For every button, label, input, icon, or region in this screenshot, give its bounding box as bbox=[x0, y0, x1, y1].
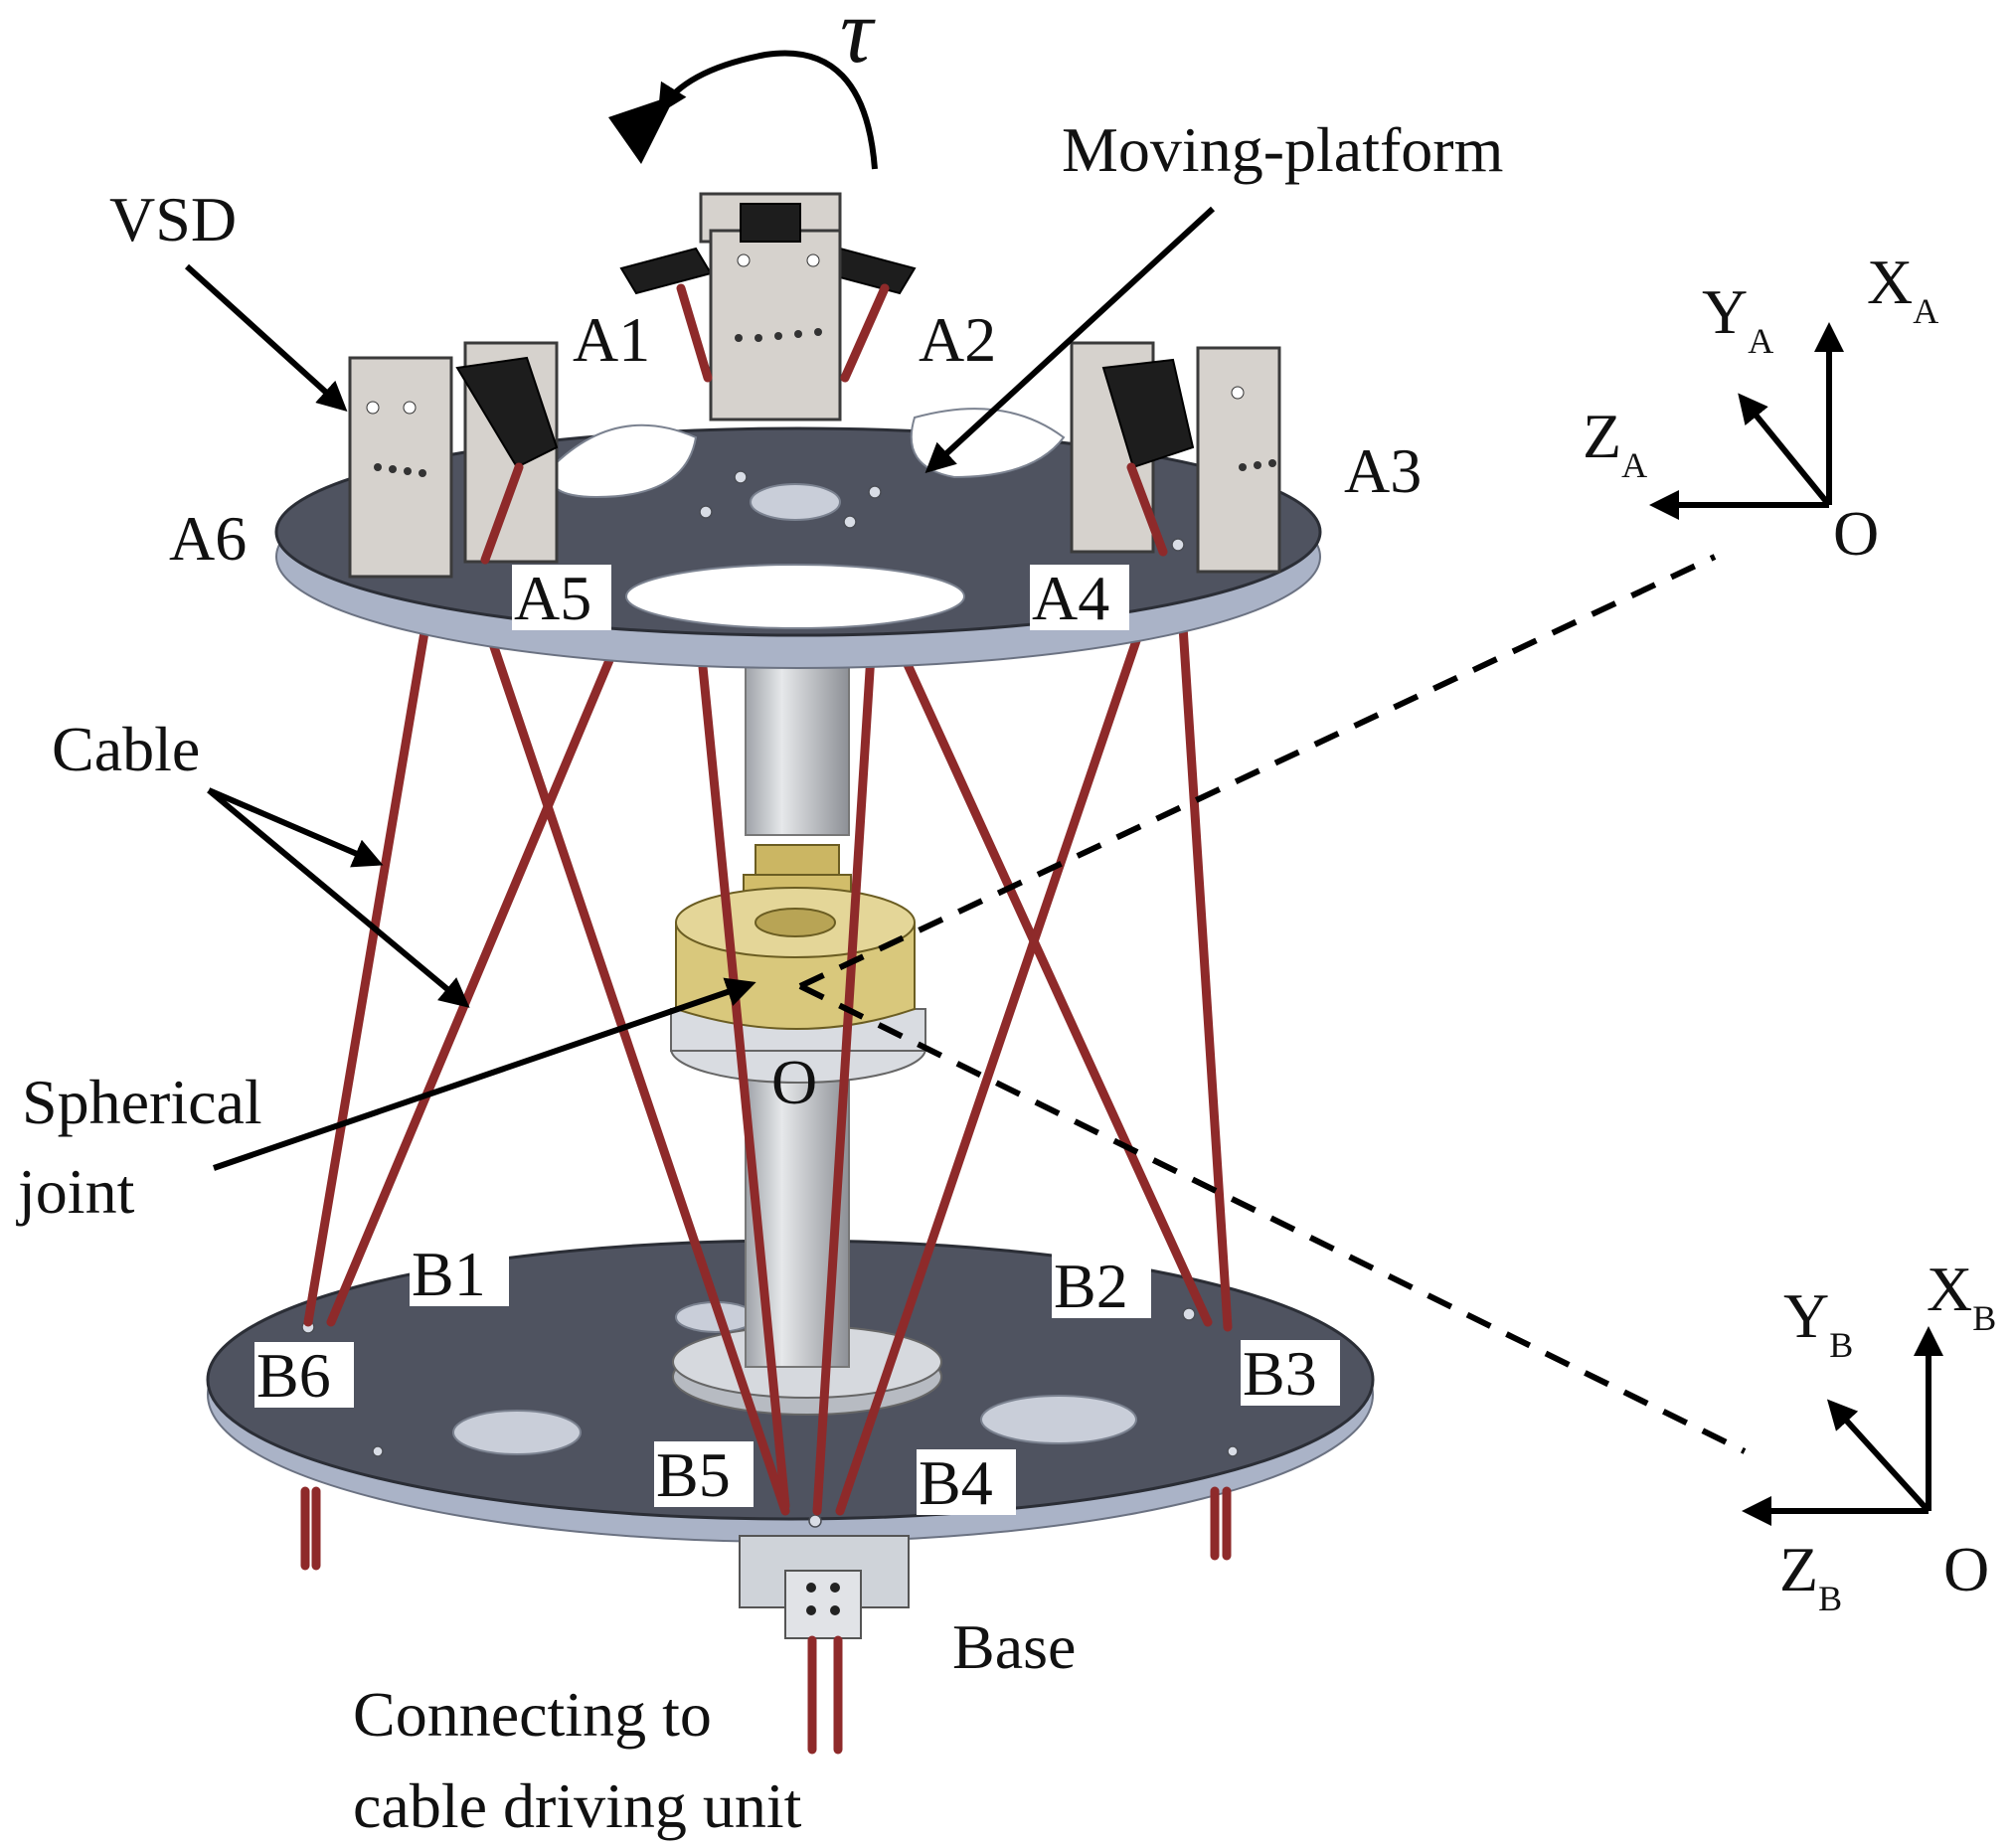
anchor-b3: B3 bbox=[1243, 1338, 1317, 1409]
platform-center-hole bbox=[750, 483, 841, 521]
vsd-block-top bbox=[619, 192, 917, 421]
connecting-label-line1: Connecting to bbox=[353, 1679, 712, 1750]
anchor-labels: A1 A2 A3 A4 A5 A6 B1 B2 B3 B4 B5 B6 bbox=[167, 304, 1441, 1518]
platform-cutout-left bbox=[549, 423, 698, 499]
frame-a-axes bbox=[1649, 322, 1844, 520]
vsd-block-left bbox=[348, 341, 559, 579]
dashed-link-frame-b bbox=[798, 983, 1747, 1454]
anchor-a6: A6 bbox=[169, 503, 247, 574]
frame-b-y-label: YB bbox=[1783, 1280, 1853, 1365]
cable-leader-2 bbox=[207, 787, 470, 1008]
moving-platform-label: Moving-platform bbox=[1062, 114, 1503, 185]
frame-b-z-label: ZB bbox=[1779, 1534, 1842, 1618]
cables bbox=[303, 587, 1233, 1516]
center-origin-label: O bbox=[771, 1047, 817, 1117]
torque-arrow bbox=[608, 50, 878, 170]
connecting-label-line2: cable driving unit bbox=[353, 1770, 802, 1841]
anchor-a4: A4 bbox=[1032, 563, 1109, 633]
frame-b-axes bbox=[1742, 1326, 1943, 1526]
base-label: Base bbox=[952, 1611, 1076, 1682]
torque-arrowhead bbox=[608, 94, 676, 164]
vsd-label: VSD bbox=[109, 184, 237, 254]
anchor-b6: B6 bbox=[256, 1340, 331, 1411]
anchor-a5: A5 bbox=[514, 563, 591, 633]
spherical-joint-label-line1: Spherical bbox=[22, 1067, 262, 1137]
dashed-link-frame-a bbox=[798, 554, 1717, 989]
base-hole-left bbox=[452, 1410, 582, 1455]
cable-leader-1 bbox=[207, 787, 384, 868]
frame-b-x-label: XB bbox=[1927, 1254, 1996, 1338]
vsd-block-right bbox=[1070, 341, 1281, 574]
anchor-b1: B1 bbox=[412, 1239, 486, 1309]
anchor-b2: B2 bbox=[1054, 1251, 1128, 1321]
spherical-joint-leader bbox=[213, 977, 756, 1171]
frame-a-origin-label: O bbox=[1833, 498, 1879, 569]
frame-a-x-label: XA bbox=[1867, 247, 1938, 331]
frame-b-origin-label: O bbox=[1943, 1534, 1989, 1604]
anchor-b4: B4 bbox=[919, 1447, 993, 1518]
anchor-a3: A3 bbox=[1344, 435, 1422, 506]
frame-b-y-axis bbox=[1826, 1399, 1931, 1514]
anchor-a2: A2 bbox=[919, 304, 996, 375]
moving-platform-leader bbox=[924, 206, 1216, 474]
base-hole-right bbox=[980, 1395, 1137, 1444]
anchor-b5: B5 bbox=[656, 1439, 731, 1510]
cable-label: Cable bbox=[52, 714, 200, 784]
vsd-leader bbox=[184, 263, 348, 413]
torque-label: τ bbox=[840, 0, 876, 82]
anchor-a1: A1 bbox=[573, 304, 650, 375]
leader-lines bbox=[184, 206, 1216, 1171]
spherical-joint-label-line2: joint bbox=[16, 1156, 135, 1227]
frame-a-z-label: ZA bbox=[1583, 401, 1647, 485]
frame-a-y-axis bbox=[1738, 393, 1832, 507]
platform-cutout-front bbox=[625, 564, 965, 629]
base-connector bbox=[739, 1535, 910, 1755]
frame-a-y-label: YA bbox=[1702, 276, 1773, 361]
spherical-joint bbox=[675, 844, 916, 1030]
